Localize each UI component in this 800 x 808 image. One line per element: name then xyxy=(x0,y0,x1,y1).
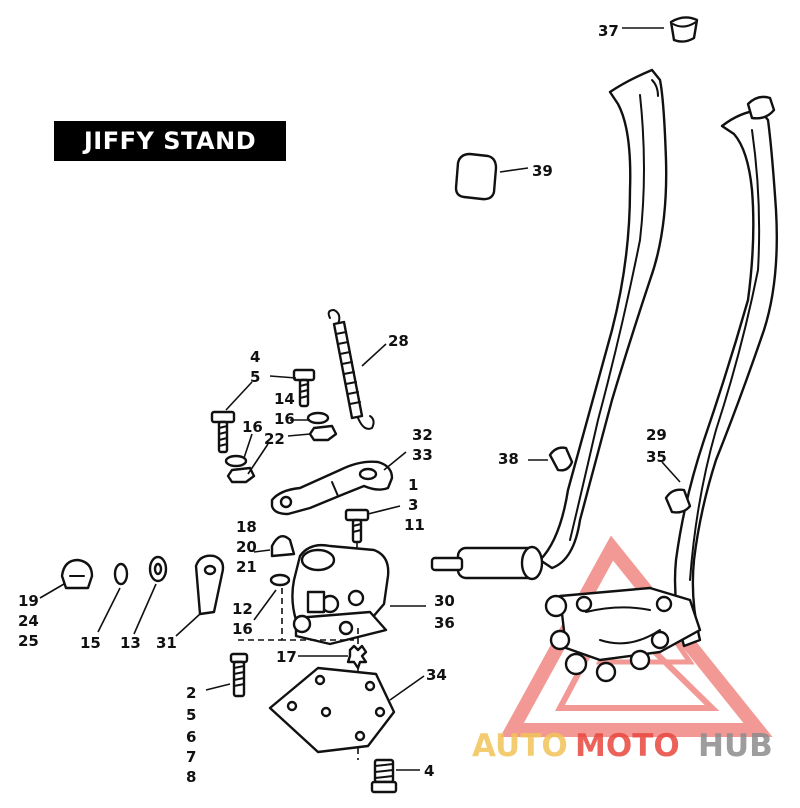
callout-7: 7 xyxy=(186,748,196,766)
callout-21: 21 xyxy=(236,558,257,576)
callout-14: 14 xyxy=(274,390,295,408)
pad-39 xyxy=(454,152,498,201)
lock-washer-16-right xyxy=(306,411,330,425)
watermark-auto: AUTO xyxy=(472,728,568,764)
leader-18 xyxy=(253,549,271,553)
callout-37: 37 xyxy=(598,22,619,40)
leader-28 xyxy=(361,343,387,367)
title-banner: JIFFY STAND xyxy=(54,121,286,161)
callout-16-bottom: 16 xyxy=(232,620,253,638)
leader-1-3-11 xyxy=(367,505,401,515)
leader-31 xyxy=(175,613,201,637)
leader-22-left xyxy=(247,443,269,475)
callout-13: 13 xyxy=(120,634,141,652)
bolt-2 xyxy=(229,652,249,698)
callout-11: 11 xyxy=(404,516,425,534)
leader-39 xyxy=(499,167,529,173)
bolt-4-left xyxy=(210,410,236,454)
callout-15: 15 xyxy=(80,634,101,652)
callout-36: 36 xyxy=(434,614,455,632)
leader-12-16 xyxy=(253,589,277,621)
leader-19 xyxy=(39,583,65,599)
stand-leg-29-35 xyxy=(664,95,778,648)
nut-14-right xyxy=(308,424,338,442)
plate-34 xyxy=(268,666,396,754)
bracket-32-33 xyxy=(270,460,394,516)
stand-leg-38 xyxy=(538,68,668,570)
callout-19: 19 xyxy=(18,592,39,610)
callout-25: 25 xyxy=(18,632,39,650)
callout-4-bottom: 4 xyxy=(424,762,434,780)
callout-28: 28 xyxy=(388,332,409,350)
watermark-hub: HUB xyxy=(698,728,773,764)
acorn-nut-18 xyxy=(270,534,296,558)
leader-13 xyxy=(133,583,157,635)
callout-33: 33 xyxy=(412,446,433,464)
cross-bracket-assembly xyxy=(544,586,702,683)
bolt-5-upper xyxy=(292,368,316,408)
lock-washer-16-left xyxy=(224,454,248,468)
pivot-tube xyxy=(430,545,544,581)
callout-1: 1 xyxy=(408,476,418,494)
callout-24: 24 xyxy=(18,612,39,630)
cap-37 xyxy=(669,16,699,43)
leader-15 xyxy=(97,587,121,633)
callout-16-right: 16 xyxy=(274,410,295,428)
watermark-logo-text: AUTO MOTO HUB xyxy=(472,728,773,764)
callout-3: 3 xyxy=(408,496,418,514)
watermark-moto: MOTO xyxy=(575,728,680,764)
diagram-title: JIFFY STAND xyxy=(83,127,257,155)
flat-washer-13 xyxy=(148,555,168,583)
bolt-1-3-11 xyxy=(344,508,370,544)
nut-22-left xyxy=(226,466,256,484)
callout-29: 29 xyxy=(646,426,667,444)
leader-29-35 xyxy=(661,461,681,483)
leader-16-left xyxy=(243,433,253,459)
leader-22-right xyxy=(287,433,311,437)
lock-washer-15 xyxy=(113,562,129,586)
callout-22: 22 xyxy=(264,430,285,448)
callout-35: 35 xyxy=(646,448,667,466)
clip-31 xyxy=(194,554,225,616)
callout-labels: 37 39 28 4 5 14 16 16 22 32 33 38 29 35 … xyxy=(18,22,667,786)
callout-17: 17 xyxy=(276,648,297,666)
leader-4-5-left xyxy=(225,381,253,411)
mount-bracket-30-36 xyxy=(291,543,390,646)
callout-20: 20 xyxy=(236,538,257,556)
bolt-4-bottom xyxy=(370,758,398,794)
callout-12: 12 xyxy=(232,600,253,618)
callout-38: 38 xyxy=(498,450,519,468)
leader-2 xyxy=(205,683,231,691)
callout-32: 32 xyxy=(412,426,433,444)
callout-2: 2 xyxy=(186,684,196,702)
callout-34: 34 xyxy=(426,666,447,684)
callout-31: 31 xyxy=(156,634,177,652)
washer-18-set xyxy=(269,573,291,587)
callout-30: 30 xyxy=(434,592,455,610)
acorn-nut-19 xyxy=(60,558,94,590)
callout-18: 18 xyxy=(236,518,257,536)
callout-39: 39 xyxy=(532,162,553,180)
leader-4-5-right xyxy=(269,375,297,379)
callout-5-left: 5 xyxy=(250,368,260,386)
spring-28 xyxy=(327,308,375,430)
callout-6: 6 xyxy=(186,728,196,746)
callout-5-bottom: 5 xyxy=(186,706,196,724)
leader-32-33 xyxy=(383,451,407,471)
star-washer-17 xyxy=(346,644,368,670)
callout-16-left: 16 xyxy=(242,418,263,436)
leader-34 xyxy=(389,675,425,701)
callout-8: 8 xyxy=(186,768,196,786)
callout-4-left: 4 xyxy=(250,348,260,366)
